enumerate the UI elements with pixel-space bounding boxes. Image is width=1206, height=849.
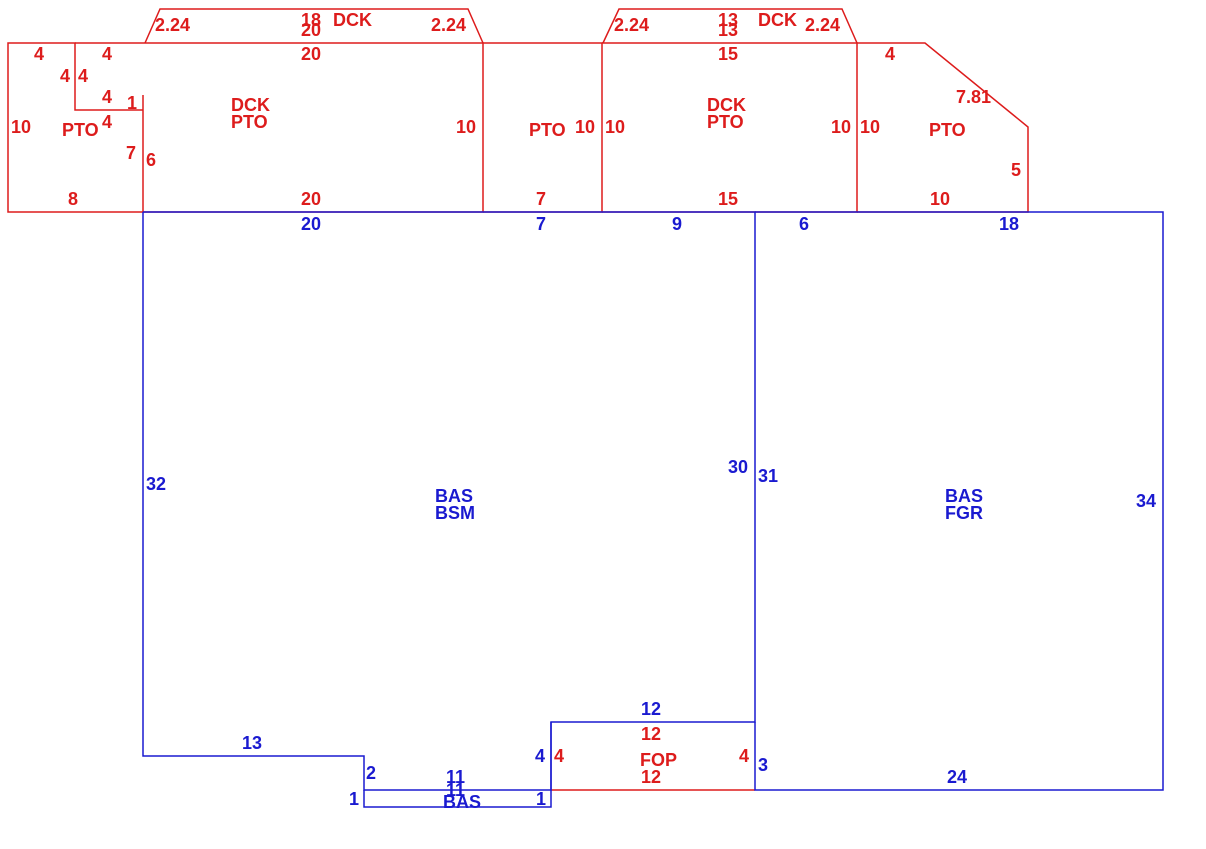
dck-pto-left-bottom: 20 [301, 189, 321, 209]
dck-left-top-a: 2.24 [155, 15, 190, 35]
dck-right-top-c: 2.24 [805, 15, 840, 35]
bas-fgr-top-right: 18 [999, 214, 1019, 234]
blue-outlines [142, 211, 1164, 808]
pto-right-bottom: 10 [930, 189, 950, 209]
bas-small-right: 1 [536, 789, 546, 809]
pto-right-left: 10 [860, 117, 880, 137]
bas-fgr-code2: FGR [945, 503, 983, 523]
fop-right: 4 [739, 746, 749, 766]
dck-pto-right-bottom: 15 [718, 189, 738, 209]
bas-small-outline [363, 790, 552, 808]
bas-fgr-code1: BAS [945, 486, 983, 506]
pto-right-top: 4 [885, 44, 895, 64]
bas-bsm-left: 32 [146, 474, 166, 494]
pto-far-left-notch-a: 4 [60, 66, 70, 86]
bas-bsm-code2: BSM [435, 503, 475, 523]
dck-pto-left-right: 10 [456, 117, 476, 137]
pto-far-left-top-a: 4 [34, 44, 44, 64]
bas-fgr-top-left: 6 [799, 214, 809, 234]
bas-small-code: BAS [443, 792, 481, 812]
pto-right-diag: 7.81 [956, 87, 991, 107]
bas-bsm-step: 2 [366, 763, 376, 783]
fop-bottom: 12 [641, 767, 661, 787]
dck-right-trapezoid [602, 8, 858, 44]
dck-pto-right-top: 15 [718, 44, 738, 64]
bas-bsm-top: 20 [301, 214, 321, 234]
bas-fgr-fop-top: 12 [641, 699, 661, 719]
pto-right-right: 5 [1011, 160, 1021, 180]
dck-right-top-b: 13 [718, 10, 738, 30]
pto-far-left-notch-c: 4 [102, 87, 112, 107]
dck-right-top-a: 2.24 [614, 15, 649, 35]
bas-bsm-top-right: 9 [672, 214, 682, 234]
pto-far-left-notch-d: 4 [102, 112, 112, 132]
pto-far-left-bottom: 8 [68, 189, 78, 209]
bas-fgr-left: 31 [758, 466, 778, 486]
fop-code: FOP [640, 750, 677, 770]
bas-fgr-notch: 3 [758, 755, 768, 775]
pto-far-left-code: PTO [62, 120, 99, 140]
dck-pto-right-code2: PTO [707, 112, 744, 132]
dck-left-trapezoid [144, 8, 484, 44]
bas-bsm-right: 30 [728, 457, 748, 477]
bas-bsm-top-mid: 7 [536, 214, 546, 234]
dck-pto-right-code1: DCK [707, 95, 746, 115]
fop-left: 4 [554, 746, 564, 766]
dck-pto-left-top-dup: 20 [301, 20, 321, 40]
dck-pto-left-outline [75, 42, 484, 213]
pto-mid-bottom: 7 [536, 189, 546, 209]
dck-pto-left-top: 20 [301, 44, 321, 64]
fop-top: 12 [641, 724, 661, 744]
pto-mid-code: PTO [529, 120, 566, 140]
red-labels: 2.24 18 DCK 2.24 20 4 4 4 4 4 4 10 PTO 7… [11, 10, 1021, 787]
blue-labels: 20 7 9 32 BAS BSM 30 13 2 11 4 6 18 31 B… [146, 214, 1156, 812]
dck-pto-left-code2: PTO [231, 112, 268, 132]
dck-pto-left-inner-left: 6 [146, 150, 156, 170]
pto-far-left-inner: 7 [126, 143, 136, 163]
pto-far-left-outline [7, 42, 143, 213]
bas-fgr-right: 34 [1136, 491, 1156, 511]
bas-fgr-outline [754, 211, 1164, 791]
dck-left-code: DCK [333, 10, 372, 30]
bas-small-top: 11 [446, 780, 465, 800]
bas-fgr-bottom: 24 [947, 767, 967, 787]
pto-far-left-left: 10 [11, 117, 31, 137]
bas-small-left: 1 [349, 789, 359, 809]
bas-bsm-bottom-mid: 11 [446, 767, 465, 787]
bas-bsm-code1: BAS [435, 486, 473, 506]
dck-right-code: DCK [758, 10, 797, 30]
dck-pto-left-code1: DCK [231, 95, 270, 115]
dck-left-top-c: 2.24 [431, 15, 466, 35]
dck-pto-left-inner-top: 1 [127, 93, 137, 113]
bas-bsm-fop-side: 4 [535, 746, 545, 766]
pto-mid-right: 10 [575, 117, 595, 137]
pto-far-left-top-b: 4 [102, 44, 112, 64]
dck-pto-right-right: 10 [831, 117, 851, 137]
dck-right-top-dup: 13 [718, 20, 738, 40]
pto-right-code: PTO [929, 120, 966, 140]
red-outlines [7, 8, 1029, 791]
dck-left-top-b: 18 [301, 10, 321, 30]
pto-far-left-notch-b: 4 [78, 66, 88, 86]
bas-bsm-bottom-left: 13 [242, 733, 262, 753]
dck-pto-right-left: 10 [605, 117, 625, 137]
